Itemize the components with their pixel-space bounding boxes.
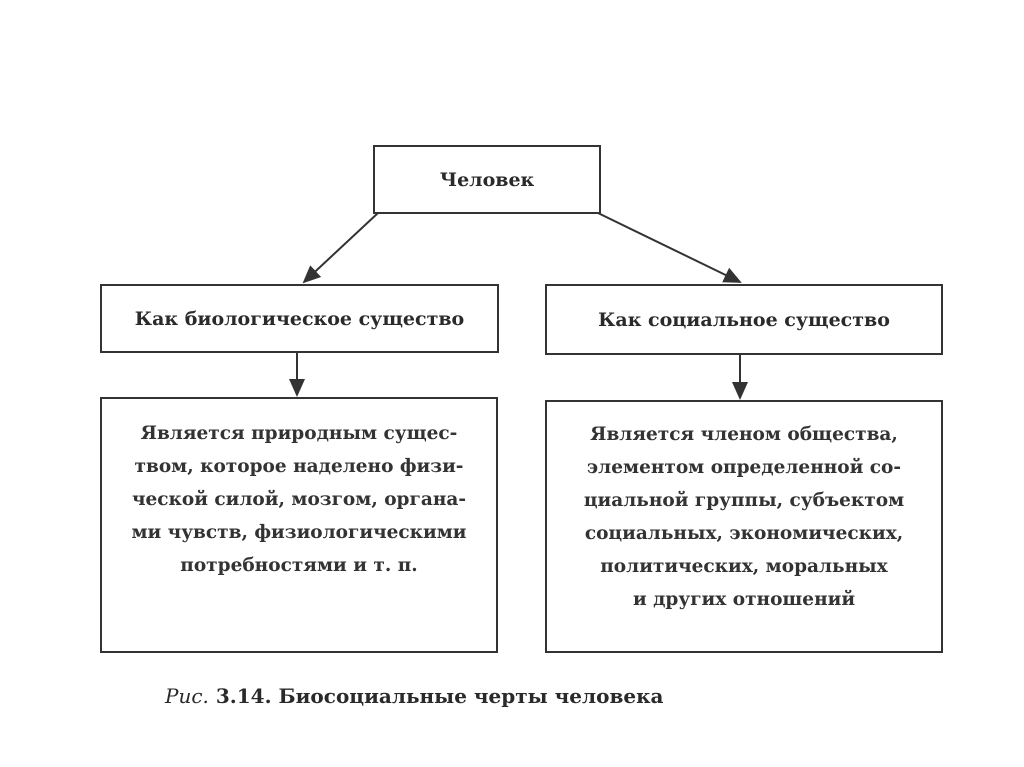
- description-line: Является природным сущес-: [140, 423, 458, 444]
- node-biological: Как биологическое существо: [100, 284, 499, 353]
- caption-prefix: Рис.: [165, 684, 209, 708]
- root-node-human: Человек: [373, 145, 601, 214]
- description-line: ческой силой, мозгом, органа-: [131, 489, 467, 510]
- description-line: социальных, экономических,: [584, 523, 904, 544]
- description-line: политических, моральных: [600, 556, 888, 577]
- node-label: Как биологическое существо: [134, 307, 465, 330]
- description-line: ми чувств, физиологическими: [131, 522, 467, 543]
- biological-description: Является природным сущес- твом, которое …: [100, 397, 498, 653]
- root-label: Человек: [439, 168, 535, 191]
- node-label: Как социальное существо: [598, 308, 890, 331]
- description-line: Является членом общества,: [590, 424, 898, 445]
- description-line: твом, которое наделено физи-: [134, 456, 464, 477]
- arrow-to-social: [597, 212, 742, 283]
- node-social: Как социальное существо: [545, 284, 943, 355]
- description-line: и других отношений: [632, 589, 856, 610]
- description-line: циальной группы, субъектом: [583, 490, 905, 511]
- description-line: элементом определенной со-: [586, 457, 902, 478]
- caption-text: 3.14. Биосоциальные черты человека: [208, 684, 664, 708]
- figure-caption: Рис. 3.14. Биосоциальные черты человека: [165, 684, 664, 708]
- social-description: Является членом общества, элементом опре…: [545, 400, 943, 653]
- arrow-to-biological: [302, 212, 379, 284]
- description-line: потребностями и т. п.: [180, 555, 418, 576]
